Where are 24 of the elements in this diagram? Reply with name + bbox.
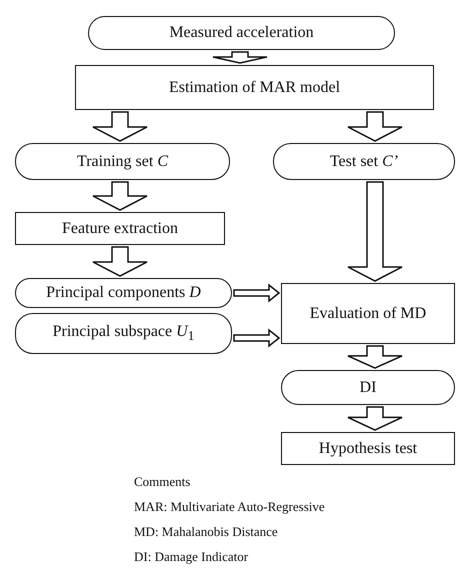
terminal-box: DI [281, 370, 455, 405]
block-arrow [347, 345, 403, 369]
terminal-box: Test set C’ [273, 143, 455, 180]
abbreviation-note: MD: Mahalanobis Distance [134, 524, 278, 540]
abbreviation-note: MAR: Multivariate Auto-Regressive [134, 499, 325, 515]
terminal-box: Principal subspace U$_{1}$ [15, 313, 232, 354]
terminal-box: Training set C [15, 143, 230, 180]
block-arrow [347, 181, 403, 282]
block-arrow [92, 246, 148, 277]
process-box: Estimation of MAR model [75, 65, 434, 110]
comments-heading: Comments [134, 474, 190, 490]
block-arrow [212, 51, 268, 64]
process-box: Feature extraction [15, 212, 225, 245]
block-arrow [347, 111, 403, 142]
block-arrow [233, 283, 280, 303]
terminal-box: Principal components D [15, 278, 232, 308]
process-box: Evaluation of MD [281, 283, 455, 344]
terminal-box: Measured acceleration [88, 16, 395, 50]
block-arrow [347, 406, 403, 431]
abbreviation-note: DI: Damage Indicator [134, 549, 248, 565]
block-arrow [92, 181, 148, 211]
block-arrow [92, 111, 148, 142]
block-arrow [233, 328, 280, 348]
process-box: Hypothesis test [281, 432, 455, 465]
